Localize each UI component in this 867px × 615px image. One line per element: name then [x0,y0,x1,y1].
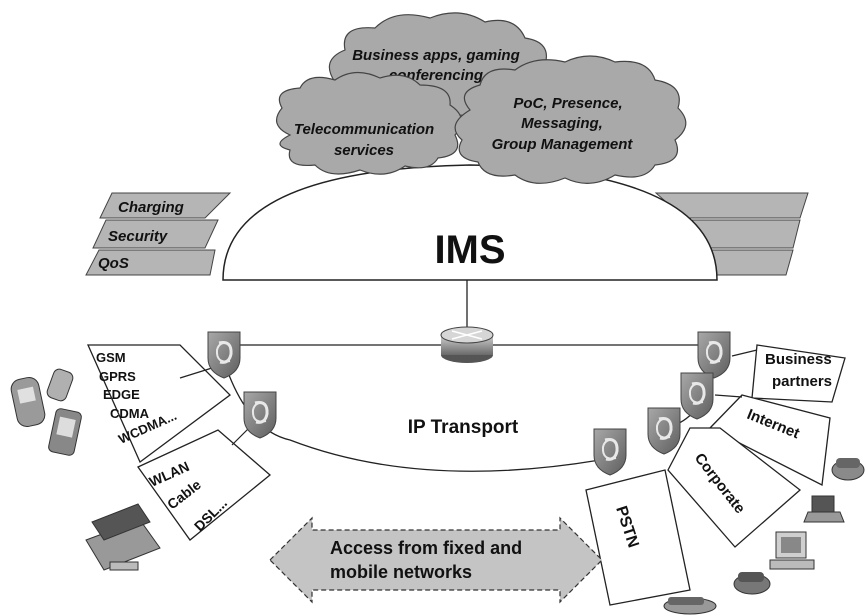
business-partners-line2: partners [772,373,832,390]
cloud-poc-line2: Messaging, [521,115,603,132]
access-arrow-line2: mobile networks [330,562,472,582]
security-band [92,219,219,249]
cloud-business-apps-line1: Business apps, gaming [352,47,520,64]
router-icon [440,326,494,363]
access-gprs: GPRS [99,369,136,384]
gateway-shield-icon [592,427,628,477]
gateway-shield-icon [206,330,242,380]
desk-phone-icon [663,597,717,615]
gateway-shield-icon [679,371,715,421]
qos-label: QoS [98,255,129,272]
ip-transport-label: IP Transport [408,417,519,438]
ims-label: IMS [434,228,505,272]
internet-box [708,394,831,487]
qos-band [85,249,216,276]
access-edge: EDGE [103,387,140,402]
service-layer-bands-left [85,192,232,276]
cloud-poc-line3: Group Management [492,136,634,153]
ip-transport-bottom-curve [221,354,601,472]
access-arrow [269,516,603,604]
cloud-poc [454,55,687,184]
ims-dome [222,164,718,281]
gateway-shield-icon [646,406,682,456]
laptop-icon [803,495,845,523]
qos-band-right [704,249,794,276]
access-arrow-line1: Access from fixed and [330,538,522,558]
laptop-icon [85,503,161,571]
cloud-poc-line1: PoC, Presence, [513,95,622,112]
security-label: Security [108,228,168,245]
desk-phone-icon [733,572,771,595]
charging-label: Charging [118,199,184,216]
corporate-box [667,427,802,548]
pstn-box [585,469,691,606]
business-partners-box [751,344,846,403]
mobile-phone-icon [46,368,74,402]
access-cdma: CDMA [110,406,150,421]
cloud-telecom-line2: services [334,142,394,159]
fixed-access-box [137,429,272,541]
pda-icon [48,408,82,456]
charging-band [99,192,232,219]
access-gsm: GSM [96,350,126,365]
mobile-access-box [86,344,231,464]
desk-phone-icon [831,458,865,481]
business-partners-line1: Business [765,351,832,368]
gateway-shield-icon [242,390,278,440]
desktop-computer-icon [769,531,815,570]
gateway-shield-icon [696,330,732,380]
cloud-telecom-line1: Telecommunication [294,121,434,138]
mobile-phone-icon [10,376,46,428]
service-layer-bands-right [654,192,809,276]
